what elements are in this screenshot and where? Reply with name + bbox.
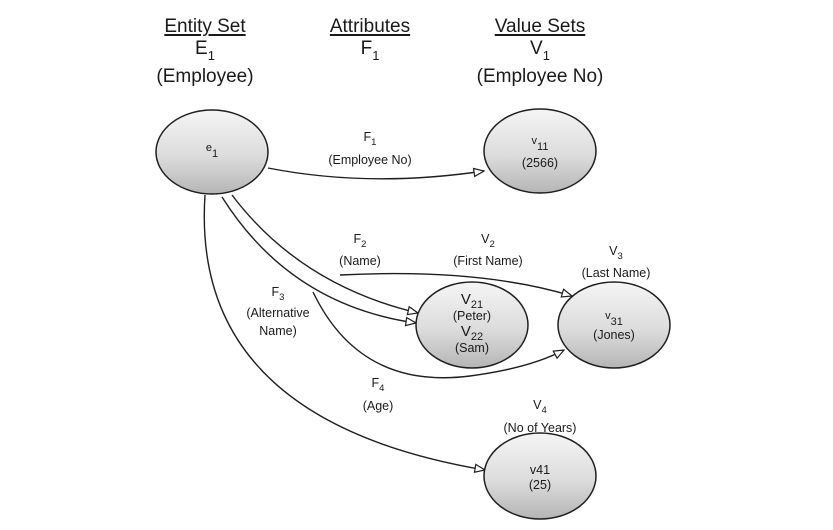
edge-label-f2: F2 (Name)	[339, 232, 381, 268]
node-v41-label: v41 (25)	[500, 463, 580, 493]
edge-f2-to-v31	[339, 272, 572, 296]
node-e1[interactable]	[155, 109, 269, 195]
header-value-sets: Value Sets V1 (Employee No)	[455, 16, 625, 88]
node-v11-label: v11 (2566)	[500, 135, 580, 171]
node-v41[interactable]	[483, 432, 597, 520]
header-entity-set-symbol: E1	[195, 38, 215, 63]
edge-label-f3: F3 (Alternative Name)	[246, 285, 310, 338]
edge-f3-to-v31	[312, 291, 564, 379]
edge-f3-e1-to-v22	[221, 196, 416, 323]
edge-f4-e1-to-v41	[203, 194, 485, 470]
node-e1-label: e1	[205, 142, 219, 160]
value-set-label-v2: V2 (First Name)	[453, 232, 523, 268]
node-v31-label: v31 (Jones)	[574, 310, 654, 343]
edge-label-f1: F1 (Employee No)	[328, 130, 412, 167]
value-set-label-v3: V3 (Last Name)	[581, 244, 651, 280]
header-attributes-symbol: F1	[360, 38, 380, 63]
node-v41-value: (25)	[528, 478, 552, 492]
header-entity-set: Entity Set E1 (Employee)	[140, 16, 270, 88]
node-v22-value: (Sam)	[454, 341, 490, 355]
header-value-sets-desc: (Employee No)	[476, 66, 604, 87]
node-v21-v22-label: V21 (Peter) V22 (Sam)	[432, 292, 512, 356]
header-value-sets-title: Value Sets	[494, 16, 586, 37]
value-set-label-v4: V4 (No of Years)	[503, 398, 577, 435]
header-value-sets-symbol: V1	[530, 38, 550, 63]
node-v31-value: (Jones)	[593, 328, 635, 342]
header-attributes: Attributes F1	[305, 16, 435, 63]
node-v21-v22[interactable]	[415, 281, 529, 369]
node-v21-value: (Peter)	[452, 309, 492, 323]
header-entity-set-title: Entity Set	[164, 16, 246, 37]
edge-f2-e1-to-v21	[231, 194, 418, 313]
header-attributes-title: Attributes	[329, 16, 411, 37]
header-entity-set-desc: (Employee)	[156, 66, 254, 87]
edge-f1-e1-to-v11	[267, 167, 484, 180]
node-v11-value: (2566)	[521, 156, 559, 170]
edge-label-f4: F4 (Age)	[362, 376, 394, 413]
node-v31[interactable]	[557, 281, 671, 369]
node-v11[interactable]	[483, 108, 597, 194]
